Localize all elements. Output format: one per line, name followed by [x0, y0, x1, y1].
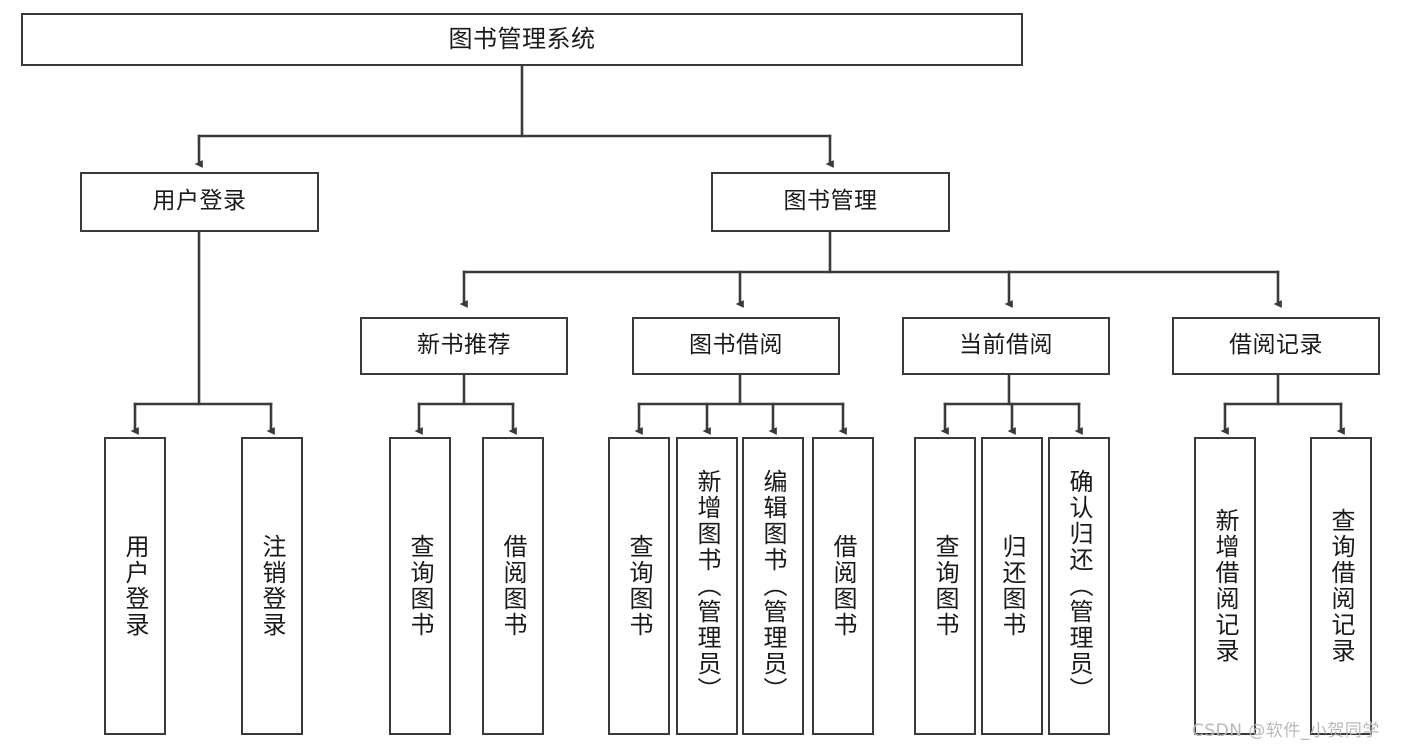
node-leaf-user-login[interactable]: 用户登录: [104, 437, 166, 735]
node-root-book-management-system[interactable]: 图书管理系统: [21, 13, 1023, 66]
node-leaf-query-book-borrow[interactable]: 查询图书: [608, 437, 670, 735]
node-leaf-edit-book-admin[interactable]: 编辑图书（管理员）: [742, 437, 804, 735]
node-leaf-logout[interactable]: 注销登录: [241, 437, 303, 735]
node-label: 查询借阅记录: [1327, 508, 1355, 664]
node-label: 用户登录: [152, 188, 247, 215]
node-book-management[interactable]: 图书管理: [711, 172, 950, 232]
csdn-watermark: CSDN @软件_小贺同学: [1192, 721, 1380, 741]
node-leaf-borrow-book-new[interactable]: 借阅图书: [482, 437, 544, 735]
node-label: 查询图书: [625, 534, 653, 638]
node-leaf-add-book-admin[interactable]: 新增图书（管理员）: [676, 437, 738, 735]
node-book-borrowing[interactable]: 图书借阅: [632, 317, 840, 375]
node-label: 借阅图书: [829, 534, 857, 638]
node-borrowing-records[interactable]: 借阅记录: [1172, 317, 1380, 375]
node-label: 新增图书（管理员）: [693, 469, 721, 703]
node-label: 确认归还（管理员）: [1065, 469, 1093, 703]
node-label: 当前借阅: [959, 332, 1053, 359]
node-leaf-return-book[interactable]: 归还图书: [981, 437, 1043, 735]
node-label: 编辑图书（管理员）: [759, 469, 787, 703]
node-label: 查询图书: [406, 534, 434, 638]
node-leaf-query-book-new[interactable]: 查询图书: [389, 437, 451, 735]
node-label: 归还图书: [998, 534, 1026, 638]
node-label: 用户登录: [121, 534, 149, 638]
node-label: 图书借阅: [689, 332, 783, 359]
node-label: 注销登录: [258, 534, 286, 638]
node-label: 借阅图书: [499, 534, 527, 638]
node-leaf-query-borrow-record[interactable]: 查询借阅记录: [1310, 437, 1372, 735]
node-leaf-borrow-book[interactable]: 借阅图书: [812, 437, 874, 735]
node-current-borrowing[interactable]: 当前借阅: [902, 317, 1110, 375]
node-label: 图书管理系统: [448, 25, 596, 54]
node-label: 新书推荐: [417, 332, 511, 359]
node-user-login[interactable]: 用户登录: [80, 172, 319, 232]
node-leaf-confirm-return-admin[interactable]: 确认归还（管理员）: [1048, 437, 1110, 735]
node-leaf-query-book-current[interactable]: 查询图书: [914, 437, 976, 735]
node-label: 新增借阅记录: [1211, 508, 1239, 664]
node-label: 借阅记录: [1229, 332, 1323, 359]
node-label: 查询图书: [931, 534, 959, 638]
node-label: 图书管理: [783, 188, 878, 215]
node-leaf-add-borrow-record[interactable]: 新增借阅记录: [1194, 437, 1256, 735]
node-new-book-recommendation[interactable]: 新书推荐: [360, 317, 568, 375]
